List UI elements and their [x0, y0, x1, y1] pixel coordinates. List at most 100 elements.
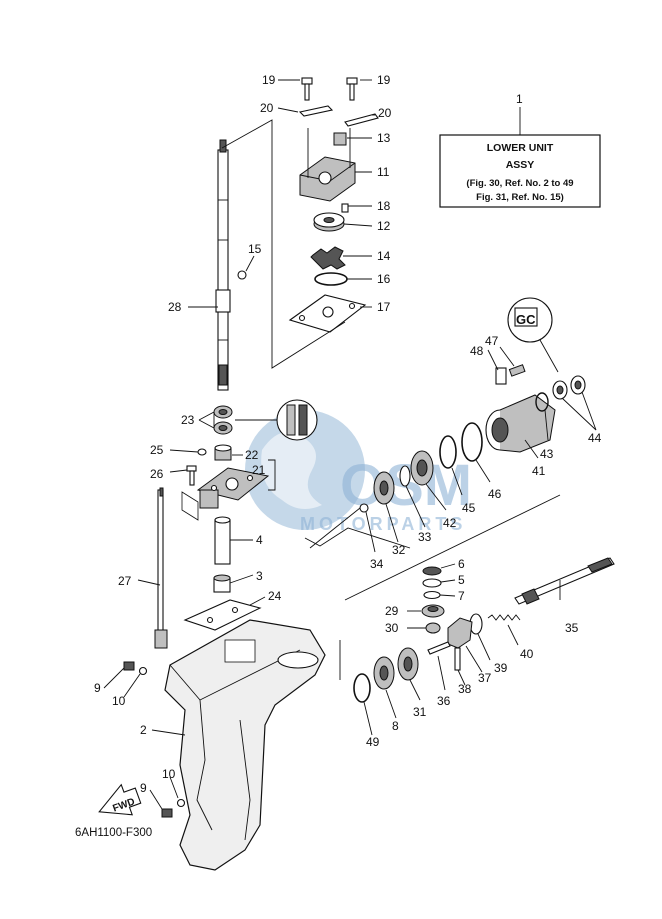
callout-c48: 48: [470, 344, 484, 358]
callout-c11: 11: [377, 165, 390, 179]
grease-gc-label: GC: [516, 312, 536, 327]
part-oring-49: [353, 673, 371, 703]
part-shim-30: [425, 622, 441, 634]
part-spring-40: [487, 614, 521, 621]
callout-c4: 4: [256, 533, 263, 547]
part-clutch-37: [447, 617, 473, 649]
callout-c24: 24: [268, 589, 282, 603]
callout-c38: 38: [458, 682, 472, 696]
callout-c29: 29: [385, 604, 399, 618]
callout-c31: 31: [413, 705, 427, 719]
callout-c40: 40: [520, 647, 534, 661]
leader-lines: [103, 79, 597, 810]
callout-c34: 34: [370, 557, 384, 571]
part-washer-48: [495, 367, 507, 385]
part-washer-6: [422, 566, 442, 576]
callout-c23: 23: [181, 413, 195, 427]
part-seal-13: [333, 132, 347, 146]
part-gasket-10-upper: [138, 666, 148, 676]
part-clip-15: [237, 270, 247, 280]
part-seal-22: [214, 444, 232, 461]
callout-c30: 30: [385, 621, 399, 635]
assy-line3: (Fig. 30, Ref. No. 2 to 49: [466, 178, 573, 189]
callout-c44: 44: [588, 431, 602, 445]
part-pin-38: [454, 647, 461, 671]
callout-c35: 35: [565, 621, 579, 635]
callout-c18: 18: [377, 199, 391, 213]
part-oring-43: [535, 392, 549, 412]
grease-detail-gc: GC: [507, 297, 559, 373]
callout-c8: 8: [392, 719, 399, 733]
part-plate-20-left: [298, 105, 334, 117]
callout-c41: 41: [532, 464, 546, 478]
part-insert-12: [313, 212, 345, 232]
callout-c42: 42: [443, 516, 457, 530]
fwd-arrow: FWD: [98, 783, 142, 816]
assy-line1: LOWER UNIT: [487, 142, 554, 154]
part-impeller-14: [310, 246, 346, 270]
part-bolt-26: [186, 465, 197, 486]
part-shift-rod-27: [154, 487, 168, 649]
callout-c49: 49: [366, 735, 380, 749]
callout-c2: 2: [140, 723, 147, 737]
callout-c39: 39: [494, 661, 508, 675]
part-washer-44: [552, 375, 586, 400]
part-bolt-47: [508, 364, 526, 377]
part-pin-18: [341, 203, 349, 213]
part-washer-5: [422, 578, 442, 588]
callout-c17: 17: [377, 300, 391, 314]
part-propeller-shaft-35: [514, 557, 615, 605]
part-clip-34: [359, 503, 369, 513]
callout-c28: 28: [168, 300, 182, 314]
callout-c20b: 20: [378, 106, 392, 120]
callout-c43: 43: [540, 447, 554, 461]
part-bearing-42: [410, 450, 434, 486]
part-gear-29: [421, 604, 445, 618]
part-drive-shaft-28: [215, 139, 231, 391]
callout-c20a: 20: [260, 101, 274, 115]
diagram-code: 6AH1100-F300: [75, 827, 152, 839]
part-bolt-19-right: [346, 77, 358, 101]
part-plate-20-right: [344, 113, 379, 127]
callout-c26: 26: [150, 467, 164, 481]
part-gear-31: [397, 647, 419, 681]
callout-c5: 5: [458, 573, 465, 587]
part-bearing-housing-21: [181, 467, 270, 521]
callout-c9a: 9: [94, 681, 101, 695]
part-bushing-3: [213, 574, 231, 593]
callout-c1: 1: [516, 92, 523, 106]
assy-line4: Fig. 31, Ref. No. 15): [476, 192, 564, 203]
callout-c45: 45: [462, 501, 476, 515]
part-washer-33: [399, 465, 411, 487]
callout-c14: 14: [377, 249, 391, 263]
part-gasket-17: [288, 294, 367, 333]
part-plug-9-upper: [123, 661, 135, 671]
part-gear-32: [373, 471, 395, 505]
part-pin-25: [197, 448, 207, 456]
callout-c25: 25: [150, 443, 164, 457]
part-bearing-23: [213, 405, 233, 435]
callout-c3: 3: [256, 569, 263, 583]
assembly-box: LOWER UNIT ASSY (Fig. 30, Ref. No. 2 to …: [439, 107, 601, 208]
callout-c21: 21: [252, 463, 266, 477]
part-bearing-housing-41: [485, 394, 556, 453]
callout-c7: 7: [458, 589, 465, 603]
part-washer-7: [423, 590, 441, 600]
callout-c6: 6: [458, 557, 465, 571]
callout-c19a: 19: [262, 73, 276, 87]
callout-c37: 37: [478, 671, 492, 685]
callout-c10b: 10: [162, 767, 176, 781]
callout-c12: 12: [377, 219, 391, 233]
callout-c32: 32: [392, 543, 406, 557]
callout-c46: 46: [488, 487, 502, 501]
part-lower-case-2: [164, 619, 326, 871]
callout-c47: 47: [485, 334, 499, 348]
part-gasket-10-lower: [176, 798, 186, 808]
grease-detail-circle: [235, 399, 318, 441]
part-bolt-19-left: [301, 77, 313, 101]
part-pump-housing-11: [299, 128, 356, 202]
callout-c10a: 10: [112, 694, 126, 708]
